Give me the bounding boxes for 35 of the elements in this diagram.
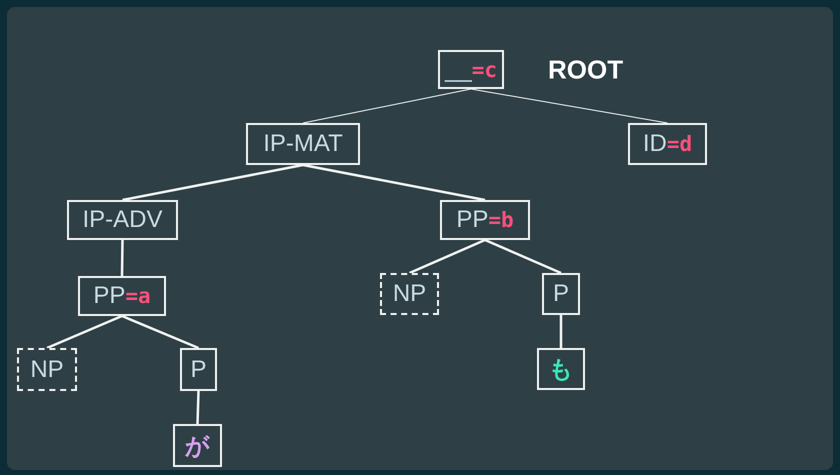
- node-label: IP-MAT: [263, 130, 343, 158]
- tree-node: [246, 123, 360, 165]
- tree-branch: [46, 314, 122, 350]
- node-label: NP: [392, 280, 426, 308]
- tree-branch: [409, 238, 486, 274]
- tree-branch: [122, 314, 199, 350]
- node-label: P: [552, 280, 569, 308]
- root-label: ROOT: [548, 54, 624, 85]
- tree-node: [17, 348, 77, 391]
- tree-branch: [196, 390, 200, 424]
- tree-branch: [302, 164, 486, 202]
- tree-node: [78, 276, 166, 316]
- tree-node: [380, 273, 439, 315]
- tree-branch: [560, 315, 562, 348]
- tree-branch: [484, 238, 562, 274]
- tree-branch: [470, 88, 668, 124]
- node-label: ID=d: [642, 130, 692, 158]
- tree-node: [628, 123, 707, 165]
- node-label: PP=a: [93, 282, 151, 310]
- tree-node: [440, 200, 530, 240]
- tree-node: [173, 424, 222, 467]
- tree-branch: [302, 88, 472, 124]
- tree-node: [180, 348, 217, 391]
- tree-node: [542, 273, 580, 315]
- tree-branch: [120, 240, 124, 276]
- node-label: が: [185, 432, 210, 462]
- node-label: IP-ADV: [82, 206, 162, 234]
- node-label: も: [548, 355, 574, 385]
- node-label: __=c: [445, 56, 497, 84]
- node-label: PP=b: [456, 206, 514, 234]
- node-label: NP: [30, 356, 64, 384]
- tree-node: [537, 348, 585, 390]
- node-label: P: [190, 356, 206, 384]
- tree-node: [67, 200, 178, 240]
- tree-branch: [122, 164, 304, 202]
